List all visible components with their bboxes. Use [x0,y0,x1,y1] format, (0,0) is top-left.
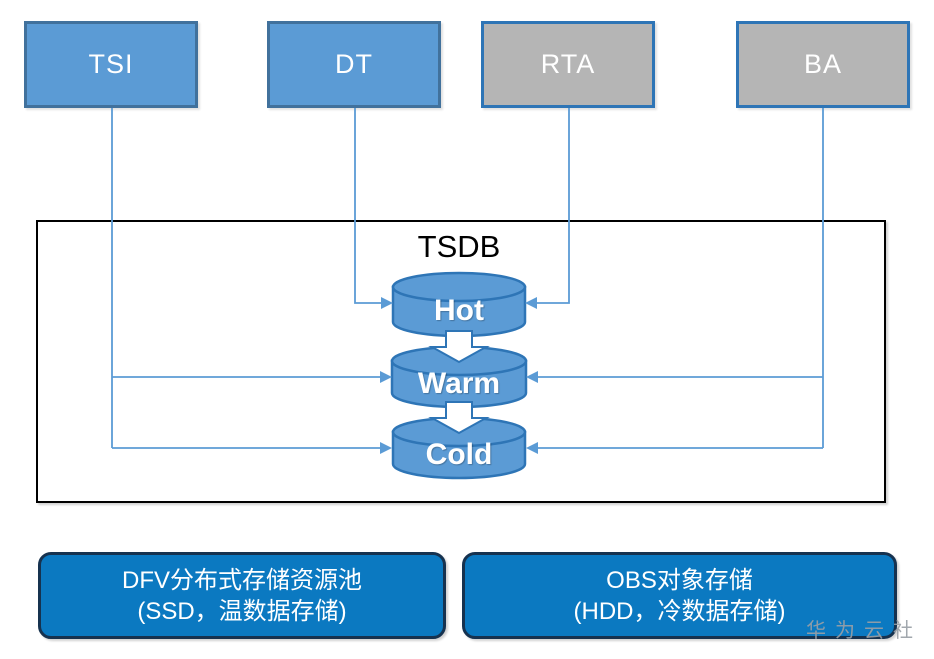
app-box-dt-label: DT [335,49,373,79]
app-box-dt: DT [267,21,441,108]
storage-box-dfv-line2: (SSD，温数据存储) [137,597,347,625]
tier-label-warm: Warm [417,367,501,400]
storage-box-obs-line1: OBS对象存储 [606,566,753,594]
tsdb-title: TSDB [417,229,501,264]
app-box-rta: RTA [481,21,655,108]
app-box-tsi: TSI [24,21,198,108]
app-box-ba: BA [736,21,910,108]
storage-box-obs: OBS对象存储 (HDD，冷数据存储) [462,552,897,639]
storage-box-dfv-line1: DFV分布式存储资源池 [122,566,362,594]
storage-box-dfv: DFV分布式存储资源池 (SSD，温数据存储) [38,552,446,639]
storage-box-obs-line2: (HDD，冷数据存储) [573,597,786,625]
app-box-rta-label: RTA [540,49,596,79]
tier-label-hot: Hot [434,294,484,327]
watermark-text: 华为云社 [806,620,922,642]
tsdb-container [36,220,886,503]
app-box-tsi-label: TSI [88,49,134,79]
app-box-ba-label: BA [803,49,843,79]
tier-label-cold: Cold [425,438,493,471]
